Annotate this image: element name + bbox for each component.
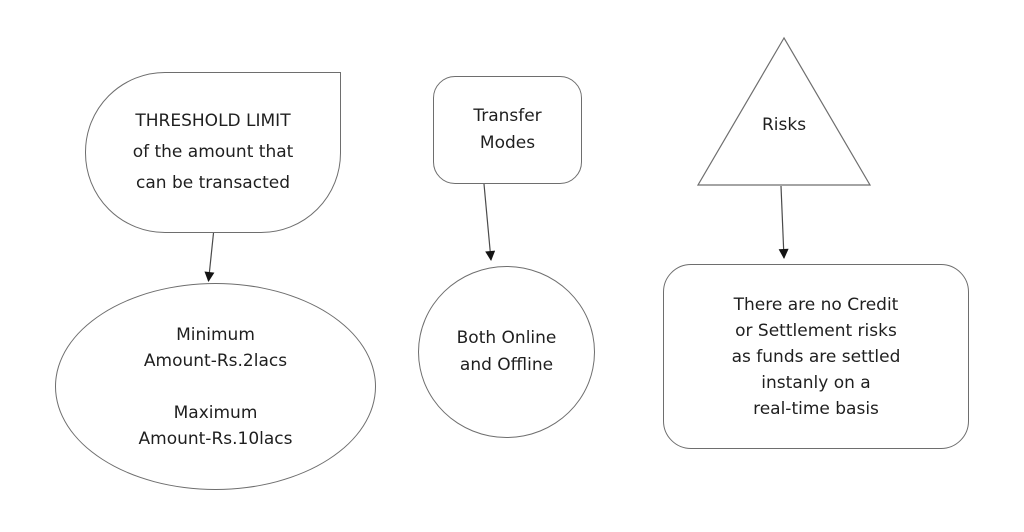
maximum-amount: Amount-Rs.10lacs bbox=[138, 428, 293, 449]
threshold-limit-shape: THRESHOLD LIMIT of the amount that can b… bbox=[85, 72, 341, 233]
minimum-label: Minimum bbox=[176, 324, 255, 345]
modes-line-2: and Offline bbox=[459, 355, 554, 375]
risks-triangle-label: Risks bbox=[761, 115, 807, 135]
threshold-line-2: of the amount that bbox=[132, 142, 294, 162]
transfer-modes-box: Transfer Modes bbox=[433, 76, 582, 184]
arrow-threshold-to-limits bbox=[204, 232, 215, 282]
risk-detail-line-3: as funds are settled bbox=[731, 346, 901, 367]
online-offline-circle: Both Online and Offline bbox=[418, 266, 595, 438]
modes-line-1: Both Online bbox=[456, 328, 557, 348]
risk-detail-box: There are no Credit or Settlement risks … bbox=[663, 264, 969, 449]
risk-detail-line-4: instanly on a bbox=[761, 372, 871, 393]
risk-detail-line-1: There are no Credit bbox=[733, 294, 899, 315]
threshold-line-3: can be transacted bbox=[136, 173, 290, 193]
transfer-line-1: Transfer bbox=[473, 106, 542, 126]
minimum-amount: Amount-Rs.2lacs bbox=[143, 350, 288, 371]
amount-limits-ellipse: Minimum Amount-Rs.2lacs Maximum Amount-R… bbox=[55, 283, 376, 490]
arrow-transfer-to-modes bbox=[483, 183, 496, 261]
risk-detail-line-5: real-time basis bbox=[753, 398, 879, 419]
risk-detail-line-2: or Settlement risks bbox=[735, 320, 897, 341]
arrow-risks-to-detail bbox=[778, 185, 789, 259]
threshold-line-1: THRESHOLD LIMIT bbox=[135, 111, 291, 131]
transfer-line-2: Modes bbox=[479, 133, 536, 153]
maximum-label: Maximum bbox=[173, 402, 258, 423]
